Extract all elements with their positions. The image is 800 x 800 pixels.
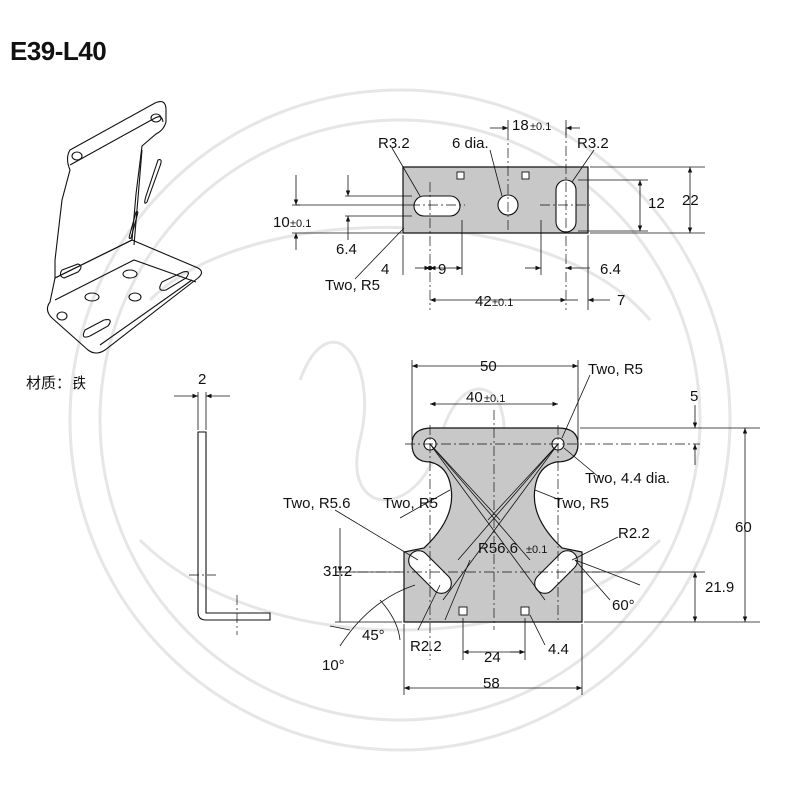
dim-10-label: 10 [273, 214, 290, 231]
dim-40-tolerance: ±0.1 [484, 393, 505, 405]
dim-4-label: 4 [381, 261, 389, 278]
dim-31-2-label: 31.2 [323, 563, 352, 580]
r56-6-label: R56.6 [478, 540, 518, 557]
front-view-plate [403, 427, 583, 623]
angle-60-label: 60° [612, 597, 635, 614]
dim-24-label: 24 [484, 649, 501, 666]
dim-12-label: 12 [648, 195, 665, 212]
dim-2-label: 2 [198, 371, 206, 388]
r2-2-right-label: R2.2 [618, 525, 650, 542]
dim-9-label: 9 [438, 261, 446, 278]
two-4-4-dia-label: Two, 4.4 dia. [585, 470, 670, 487]
dim-18-tolerance: ±0.1 [530, 121, 551, 133]
dim-21-9-label: 21.9 [705, 579, 734, 596]
r56-6-tolerance: ±0.1 [526, 544, 547, 556]
front-view: 50 40 ±0.1 Two, R5 5 Two, 4.4 dia. 60 Tw… [283, 358, 760, 695]
dim-42-label: 42 [475, 293, 492, 310]
angle-45-label: 45° [362, 627, 385, 644]
top-r-left-label: R3.2 [378, 135, 410, 152]
front-two-r5-top-label: Two, R5 [588, 361, 643, 378]
side-view: 2 [174, 371, 271, 635]
top-view: R3.2 6 dia. R3.2 18 ±0.1 22 12 10 ±0.1 6… [273, 117, 705, 310]
dim-5-label: 5 [690, 388, 698, 405]
dim-18-label: 18 [512, 117, 529, 134]
top-hole-label: 6 dia. [452, 135, 489, 152]
two-r5-6-label: Two, R5.6 [283, 495, 351, 512]
top-r-right-label: R3.2 [577, 135, 609, 152]
dim-6-4-left-label: 6.4 [336, 241, 357, 258]
dim-7-label: 7 [617, 292, 625, 309]
left-horizontal-slot [413, 195, 461, 217]
dim-60-label: 60 [735, 519, 752, 536]
dim-40-label: 40 [466, 389, 483, 406]
front-two-r5-mid-label: Two, R5 [383, 495, 438, 512]
front-two-r5-right-label: Two, R5 [554, 495, 609, 512]
watermark [68, 88, 732, 752]
top-two-r5-label: Two, R5 [325, 277, 380, 294]
dim-58-label: 58 [483, 675, 500, 692]
dim-4-4-label: 4.4 [548, 641, 569, 658]
isometric-bracket-view [46, 101, 203, 354]
dim-10-tolerance: ±0.1 [290, 218, 311, 230]
dim-42-tolerance: ±0.1 [492, 297, 513, 309]
dim-6-4-right-label: 6.4 [600, 261, 621, 278]
angle-10-label: 10° [322, 657, 345, 674]
r2-2-left-label: R2.2 [410, 638, 442, 655]
part-number-title: E39-L40 [10, 36, 107, 66]
dim-50-label: 50 [480, 358, 497, 375]
dim-22-label: 22 [682, 192, 699, 209]
